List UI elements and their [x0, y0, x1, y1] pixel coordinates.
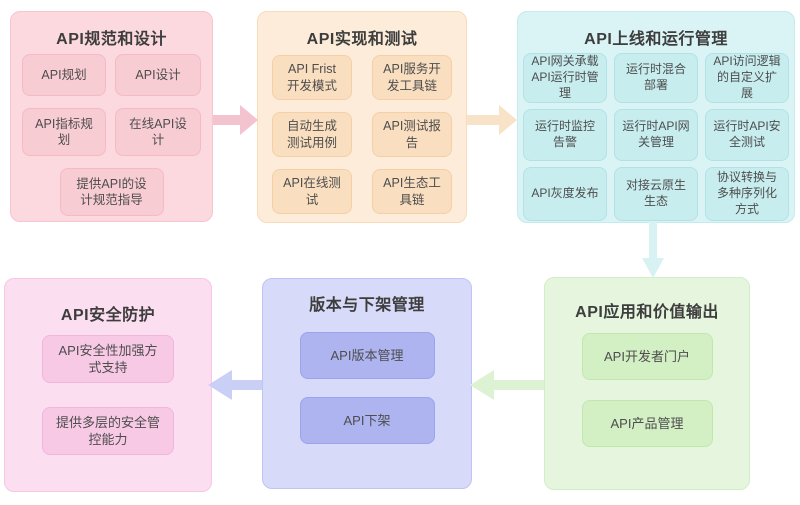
feature-item: 提供API的设计规范指导 — [59, 168, 164, 216]
group-api-spec-design: API规范和设计 API规划 API设计 API指标规划 在线API设计 提供A… — [10, 11, 213, 222]
flow-arrow-right-spec-to-impl-icon — [213, 105, 258, 135]
group-title: API安全防护 — [60, 307, 156, 324]
group-title: API实现和测试 — [306, 31, 418, 48]
feature-item: API生态工具链 — [372, 169, 452, 214]
group-items: API开发者门户 API产品管理 — [545, 322, 749, 447]
group-api-security: API安全防护 API安全性加强方式支持 提供多层的安全管控能力 — [4, 278, 212, 492]
feature-item: 运行时API安全测试 — [705, 109, 789, 161]
group-api-launch-ops: API上线和运行管理 API网关承载API运行时管理 运行时混合部署 API访问… — [517, 11, 795, 223]
feature-item: 自动生成测试用例 — [272, 112, 352, 157]
group-api-value-output: API应用和价值输出 API开发者门户 API产品管理 — [544, 277, 750, 490]
group-api-impl-test: API实现和测试 API Frist 开发模式 API服务开发工具链 自动生成测… — [257, 11, 467, 223]
group-title: 版本与下架管理 — [309, 297, 425, 314]
group-items: API安全性加强方式支持 提供多层的安全管控能力 — [5, 325, 211, 455]
feature-item: API安全性加强方式支持 — [42, 335, 174, 383]
feature-item: API产品管理 — [581, 400, 713, 447]
feature-item: API版本管理 — [299, 332, 435, 379]
feature-item: API访问逻辑的自定义扩展 — [705, 53, 789, 103]
flow-arrow-right-impl-to-ops-icon — [467, 105, 517, 135]
flow-arrow-left-version-to-security-icon — [208, 370, 262, 400]
feature-item: 运行时API网关管理 — [614, 109, 698, 161]
group-title: API上线和运行管理 — [584, 31, 728, 48]
group-items: API Frist 开发模式 API服务开发工具链 自动生成测试用例 API测试… — [258, 55, 466, 214]
feature-item: 对接云原生生态 — [614, 167, 698, 221]
feature-item: 运行时监控告警 — [523, 109, 607, 161]
flow-arrow-left-value-to-version-icon — [470, 370, 544, 400]
feature-item: 提供多层的安全管控能力 — [42, 407, 174, 455]
group-title: API规范和设计 — [56, 31, 167, 48]
flow-arrow-down-ops-to-value-icon — [642, 222, 664, 278]
feature-item: API设计 — [115, 54, 201, 96]
feature-item: API开发者门户 — [581, 333, 713, 380]
feature-item: API规划 — [22, 54, 106, 96]
feature-item: 运行时混合部署 — [614, 53, 698, 103]
group-title: API应用和价值输出 — [575, 304, 719, 321]
feature-item: API服务开发工具链 — [372, 55, 452, 100]
feature-item: API下架 — [299, 397, 435, 444]
feature-item: 协议转换与多种序列化方式 — [705, 167, 789, 221]
group-version-offline-mgmt: 版本与下架管理 API版本管理 API下架 — [262, 278, 472, 489]
group-items: API网关承载API运行时管理 运行时混合部署 API访问逻辑的自定义扩展 运行… — [518, 53, 794, 221]
feature-item: API指标规划 — [22, 108, 106, 156]
feature-item: API灰度发布 — [523, 167, 607, 221]
group-items: API规划 API设计 API指标规划 在线API设计 提供API的设计规范指导 — [11, 54, 212, 216]
feature-item: 在线API设计 — [115, 108, 201, 156]
feature-item: API测试报告 — [372, 112, 452, 157]
group-items: API版本管理 API下架 — [263, 315, 471, 444]
feature-item: API Frist 开发模式 — [272, 55, 352, 100]
feature-item: API在线测试 — [272, 169, 352, 214]
feature-item: API网关承载API运行时管理 — [523, 53, 607, 103]
